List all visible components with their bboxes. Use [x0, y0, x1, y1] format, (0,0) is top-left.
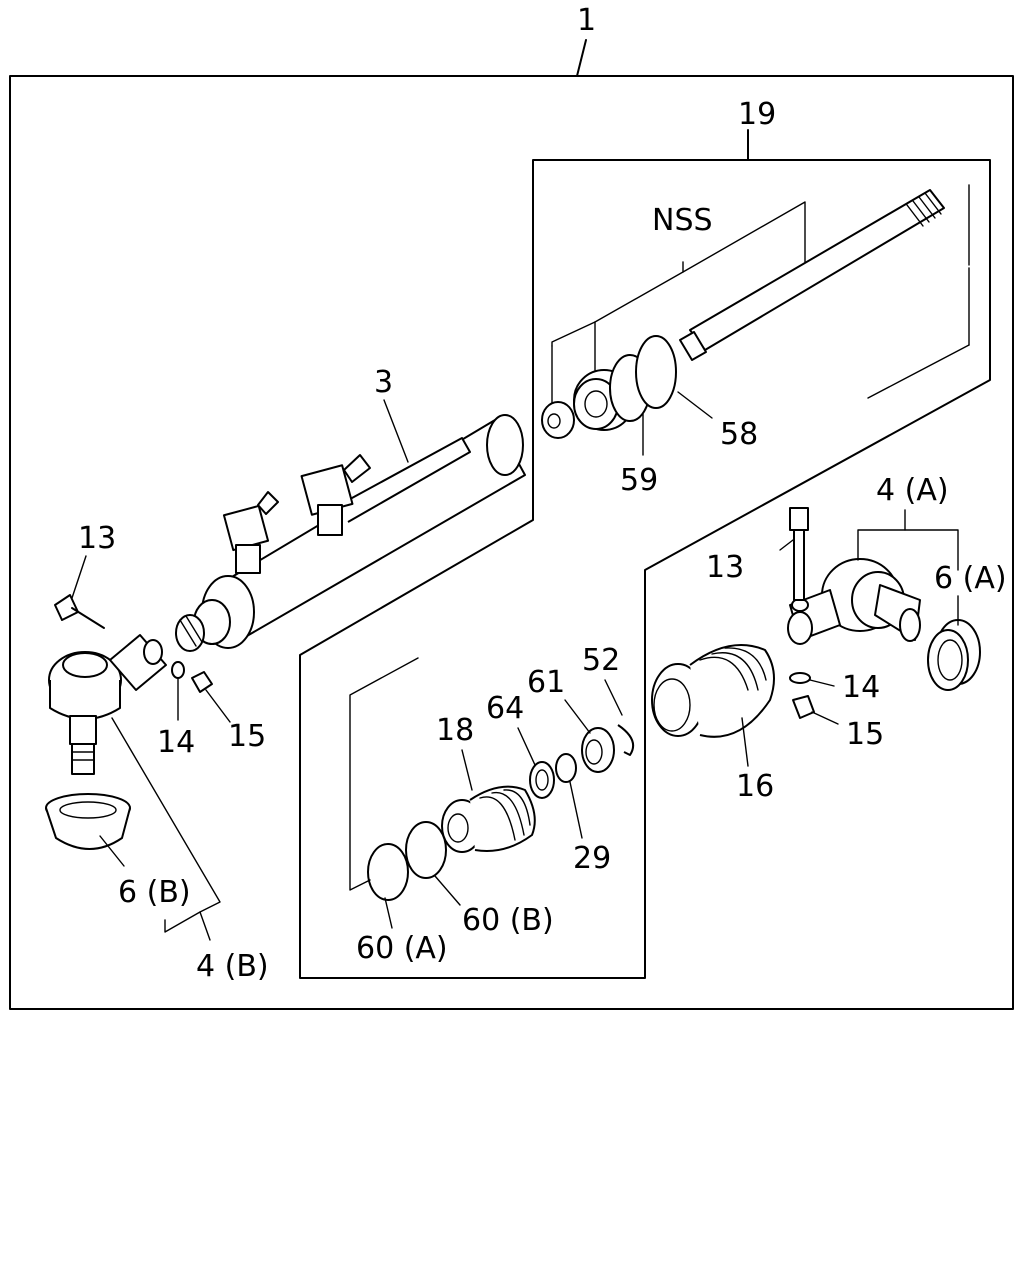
ring-58: [635, 335, 677, 409]
label-6b: 6 (B): [118, 875, 191, 910]
label-1: 1: [577, 3, 596, 38]
label-nss: NSS: [652, 203, 713, 238]
nut: [541, 401, 575, 439]
snap-ring-52: [617, 724, 634, 756]
label-59: 59: [620, 463, 658, 498]
leader-14-right: [809, 679, 835, 687]
seal-64: [529, 761, 555, 799]
bearing-61: [581, 727, 615, 773]
nut-right: [792, 695, 815, 719]
washer-left: [171, 661, 185, 679]
nut-left: [191, 671, 213, 693]
leader-52: [604, 679, 623, 716]
leader-60a: [384, 897, 393, 929]
bracket-4b: [111, 717, 221, 913]
label-16: 16: [736, 769, 774, 804]
outer-frame: [9, 75, 1014, 1010]
ring-29: [555, 753, 577, 783]
label-19: 19: [738, 97, 776, 132]
dust-boot-left: [45, 793, 131, 850]
bellows-boot: [651, 644, 775, 738]
leader-64: [517, 727, 536, 766]
label-6a: 6 (A): [934, 561, 1007, 596]
tie-rod-end-right: [787, 558, 921, 645]
nss-bracket-right: [682, 201, 806, 273]
leader-16: [741, 717, 749, 767]
leader-61: [564, 699, 591, 734]
label-13-right: 13: [706, 550, 744, 585]
leader-60b: [434, 875, 461, 906]
label-3: 3: [374, 365, 393, 400]
label-60a: 60 (A): [356, 931, 448, 966]
label-58: 58: [720, 417, 758, 452]
ring-60b: [405, 821, 447, 879]
rack-shaft: [679, 184, 970, 399]
bracket-4b-lower: [164, 911, 211, 941]
group-19-panel: [299, 159, 991, 979]
leader-15-left: [205, 689, 231, 723]
tie-rod-end-left: [48, 634, 167, 775]
label-14-right: 14: [842, 670, 880, 705]
label-64: 64: [486, 691, 524, 726]
washer-right: [789, 672, 811, 684]
bracket-4a: [857, 529, 959, 571]
leader-6b: [99, 835, 125, 867]
label-13-left: 13: [78, 521, 116, 556]
label-15-left: 15: [228, 719, 266, 754]
bolt-right: [789, 507, 809, 601]
label-18: 18: [436, 713, 474, 748]
leader-13-left: [71, 555, 87, 599]
label-14-left: 14: [157, 725, 195, 760]
label-52: 52: [582, 643, 620, 678]
label-60b: 60 (B): [462, 903, 554, 938]
label-4b: 4 (B): [196, 949, 269, 984]
nss-bracket: [551, 261, 684, 347]
small-bellows: [441, 785, 536, 853]
leader-29: [569, 781, 583, 839]
leader-58: [677, 391, 713, 419]
leader-13-right: [779, 539, 794, 551]
label-29: 29: [573, 841, 611, 876]
leader-1: [576, 39, 587, 77]
leader-15-right: [811, 711, 839, 725]
leader-18: [461, 749, 473, 791]
bracket-60: [349, 657, 419, 891]
label-4a: 4 (A): [876, 473, 949, 508]
power-cylinder: [175, 414, 526, 652]
bolt-left: [54, 594, 105, 629]
label-15-right: 15: [846, 717, 884, 752]
ring-60a: [367, 843, 409, 901]
label-61: 61: [527, 665, 565, 700]
dust-boot-right: [927, 619, 981, 691]
leader-3: [383, 399, 409, 463]
